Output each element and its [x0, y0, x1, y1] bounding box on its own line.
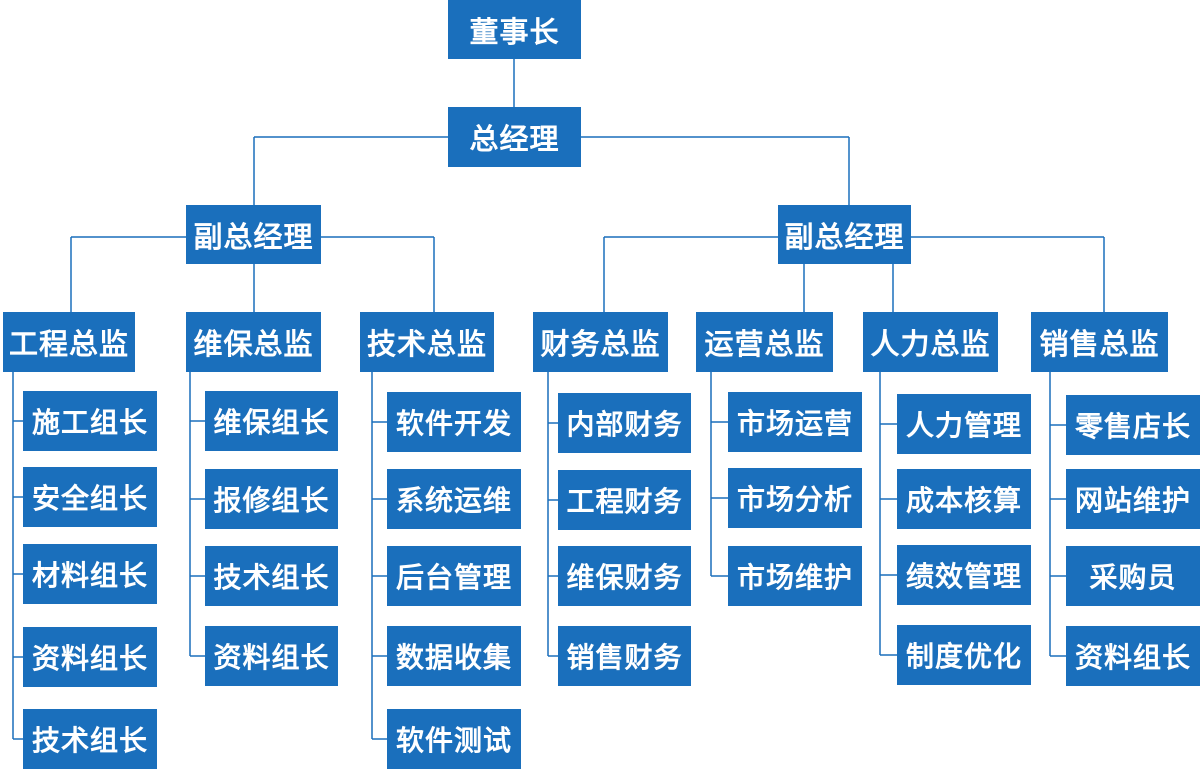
team-item: 安全组长: [23, 467, 157, 527]
director-hr: 人力总监: [863, 312, 998, 372]
team-item: 网站维护: [1066, 469, 1200, 529]
director-technology: 技术总监: [360, 312, 494, 372]
director-operations: 运营总监: [696, 312, 833, 372]
team-item: 销售财务: [558, 626, 691, 686]
director-sales: 销售总监: [1031, 312, 1168, 372]
team-item: 内部财务: [558, 393, 691, 453]
team-item: 维保财务: [558, 546, 691, 606]
team-item: 人力管理: [897, 394, 1031, 454]
team-item: 材料组长: [23, 544, 157, 604]
team-item: 绩效管理: [897, 545, 1031, 605]
team-item: 技术组长: [23, 709, 157, 769]
team-item: 后台管理: [387, 546, 521, 606]
team-item: 市场运营: [728, 392, 862, 452]
team-item: 制度优化: [897, 625, 1031, 685]
chairman-box: 董事长: [448, 0, 581, 59]
team-item: 零售店长: [1066, 395, 1200, 455]
team-item: 资料组长: [23, 627, 157, 687]
team-item: 软件测试: [387, 709, 521, 769]
team-item: 市场维护: [728, 546, 862, 606]
team-item: 市场分析: [728, 468, 862, 528]
team-item: 施工组长: [23, 391, 157, 451]
team-item: 技术组长: [205, 546, 338, 606]
team-item: 成本核算: [897, 469, 1031, 529]
team-item: 工程财务: [558, 470, 691, 530]
director-maintenance: 维保总监: [186, 312, 321, 372]
team-item: 维保组长: [205, 391, 338, 451]
team-item: 报修组长: [205, 469, 338, 529]
vice-gm-right-box: 副总经理: [778, 205, 911, 264]
team-item: 采购员: [1066, 546, 1200, 606]
general-manager-box: 总经理: [448, 107, 581, 167]
team-item: 软件开发: [387, 392, 521, 452]
team-item: 数据收集: [387, 626, 521, 686]
team-item: 系统运维: [387, 469, 521, 529]
director-engineering: 工程总监: [3, 312, 135, 372]
vice-gm-left-box: 副总经理: [186, 205, 321, 264]
team-item: 资料组长: [205, 626, 338, 686]
team-item: 资料组长: [1066, 626, 1200, 686]
director-finance: 财务总监: [533, 312, 668, 372]
